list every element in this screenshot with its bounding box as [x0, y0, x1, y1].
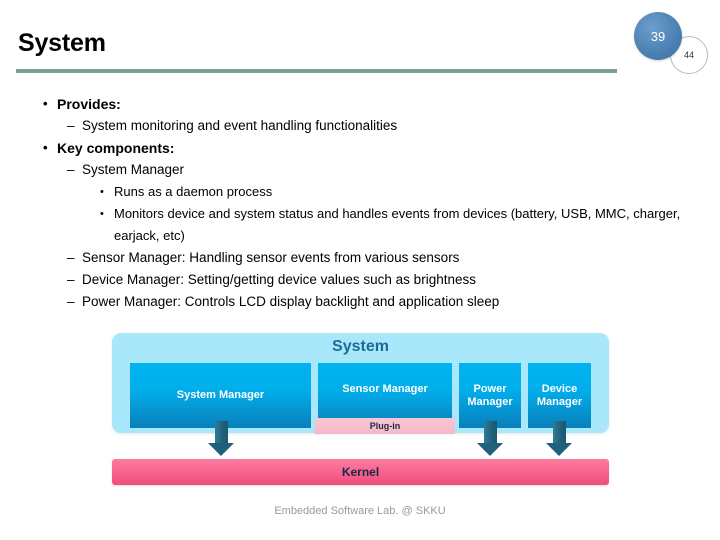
system-layer-container: System System Manager Sensor Manager Plu…	[112, 333, 609, 434]
bullet-text: System monitoring and event handling fun…	[82, 118, 398, 133]
module-system-manager-label: System Manager	[176, 389, 265, 401]
module-power-manager-label: Power Manager	[467, 383, 512, 409]
kernel-layer: Kernel	[112, 459, 609, 485]
module-system-manager: System Manager	[130, 363, 311, 428]
arrow-power-manager-to-kernel	[477, 421, 503, 456]
bullet-item: – Sensor Manager: Handling sensor events…	[22, 247, 702, 269]
module-power-manager-line1: Power	[473, 382, 507, 395]
arrow-head	[546, 443, 572, 456]
bullet-marker: •	[43, 96, 48, 111]
bullet-text: Key components:	[57, 140, 175, 156]
system-layer-label: System	[332, 338, 389, 355]
bullet-marker: –	[67, 118, 75, 133]
current-page-badge: 39	[634, 12, 682, 60]
bullet-marker: •	[100, 208, 104, 220]
module-device-manager-line1: Device	[541, 382, 578, 395]
bullet-text: Runs as a daemon process	[114, 184, 273, 199]
bullet-item: – Power Manager: Controls LCD display ba…	[22, 291, 702, 313]
bullet-item: – System Manager	[22, 159, 702, 181]
bullet-text: Power Manager: Controls LCD display back…	[82, 294, 500, 309]
bullet-marker: •	[43, 140, 48, 155]
module-sensor-manager: Sensor Manager	[318, 363, 452, 428]
slide-footer: Embedded Software Lab. @ SKKU	[274, 505, 446, 517]
bullet-item: • Key components:	[22, 137, 702, 159]
plugin-label: Plug-in	[369, 421, 401, 431]
bullet-marker: –	[67, 272, 75, 287]
bullet-text: Monitors device and system status and ha…	[114, 206, 681, 243]
bullet-marker: •	[100, 186, 104, 198]
bullet-text: System Manager	[82, 162, 185, 177]
arrow-head	[208, 443, 234, 456]
arrow-head	[477, 443, 503, 456]
plugin-bar: Plug-in	[315, 418, 455, 434]
bullet-item: – Device Manager: Setting/getting device…	[22, 269, 702, 291]
bullet-item: • Monitors device and system status and …	[22, 203, 702, 247]
kernel-label: Kernel	[341, 465, 380, 479]
module-sensor-manager-group: Sensor Manager Plug-in	[315, 363, 455, 434]
module-power-manager: Power Manager	[459, 363, 521, 428]
module-device-manager: Device Manager	[528, 363, 591, 428]
arrow-stem	[552, 421, 566, 443]
bullet-list: • Provides: – System monitoring and even…	[22, 93, 702, 313]
bullet-text: Provides:	[57, 96, 121, 112]
bullet-item: • Runs as a daemon process	[22, 181, 702, 203]
module-power-manager-line2: Manager	[467, 395, 513, 408]
bullet-marker: –	[67, 294, 75, 309]
module-device-manager-label: Device Manager	[537, 383, 582, 409]
bullet-marker: –	[67, 250, 75, 265]
title-divider	[16, 69, 617, 73]
bullet-text: Sensor Manager: Handling sensor events f…	[82, 250, 460, 265]
bullet-item: – System monitoring and event handling f…	[22, 115, 702, 137]
arrow-device-manager-to-kernel	[546, 421, 572, 456]
module-device-manager-line2: Manager	[536, 395, 583, 408]
architecture-diagram: System System Manager Sensor Manager Plu…	[112, 333, 609, 488]
page-badge-group: 39 44	[634, 12, 714, 74]
arrow-system-manager-to-kernel	[208, 421, 234, 456]
bullet-item: • Provides:	[22, 93, 702, 115]
arrow-stem	[214, 421, 228, 443]
bullet-marker: –	[67, 162, 75, 177]
page-title: System	[18, 29, 106, 57]
module-sensor-manager-label: Sensor Manager	[342, 382, 428, 395]
bullet-text: Device Manager: Setting/getting device v…	[82, 272, 476, 287]
arrow-stem	[483, 421, 497, 443]
